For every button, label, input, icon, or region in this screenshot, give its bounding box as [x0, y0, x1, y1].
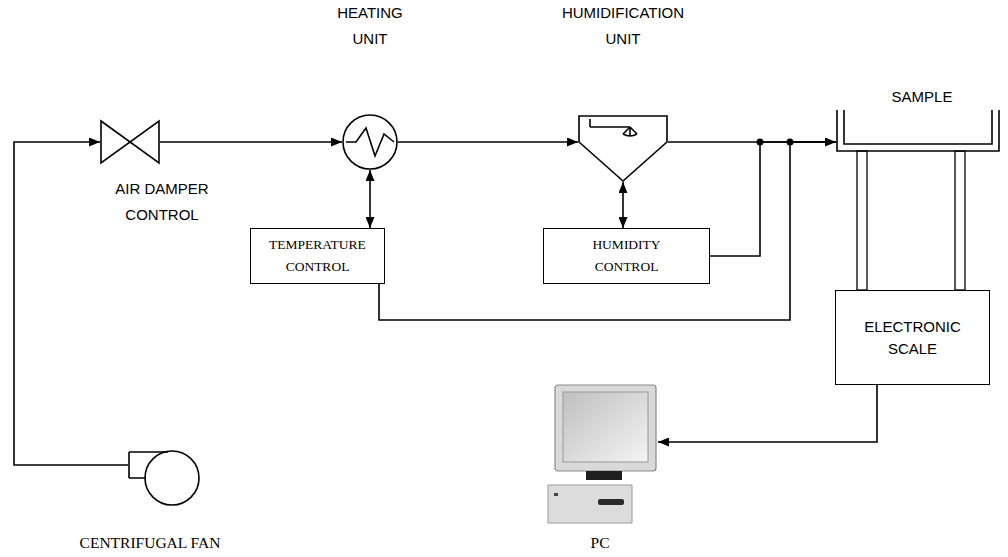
node-label: AIR DAMPER CONTROL [106, 176, 218, 228]
scale-leg [955, 151, 965, 290]
monitor-screen [563, 392, 648, 462]
spray-nozzle [623, 127, 637, 136]
node-label: CENTRIFUGAL FAN [60, 530, 240, 556]
sample-tray-shape [836, 110, 1000, 152]
centrifugal-fan-shape [128, 438, 200, 508]
humidification-unit-shape [578, 115, 668, 182]
pc-led [554, 493, 558, 496]
node-label: HUMIDITY CONTROL [581, 234, 673, 278]
node-label: HEATING UNIT [328, 0, 412, 52]
electronic-scale-box: ELECTRONIC SCALE [835, 290, 990, 385]
sample-tray: SAMPLE [836, 110, 1000, 152]
connector [710, 142, 836, 256]
fan-outlet [129, 452, 168, 478]
heating-unit-shape [342, 114, 398, 170]
monitor-stand [586, 471, 622, 480]
node-label: SAMPLE [862, 84, 982, 110]
pc-case [548, 485, 632, 523]
centrifugal-fan: CENTRIFUGAL FAN [128, 438, 200, 508]
fan-casing [145, 451, 199, 505]
connector [379, 142, 836, 320]
air-damper: AIR DAMPER CONTROL [100, 120, 160, 164]
damper-symbol [101, 121, 159, 163]
connector [160, 141, 342, 143]
connector [14, 142, 128, 465]
temperature-control-box: TEMPERATURE CONTROL [250, 228, 385, 284]
node-label: ELECTRONIC SCALE [858, 316, 968, 360]
node-label: TEMPERATURE CONTROL [259, 234, 377, 278]
heater-circle [343, 115, 397, 169]
spray-pipe [590, 119, 630, 127]
humidity-control-box: HUMIDITY CONTROL [543, 228, 710, 284]
pc-drive [598, 499, 624, 505]
connector [369, 170, 371, 228]
air-damper-shape [100, 120, 160, 164]
tray-inner [844, 110, 992, 144]
tray-outer [837, 110, 999, 151]
humidifier-body [579, 116, 667, 181]
humidification-unit: HUMIDIFICATION UNIT [578, 115, 668, 182]
monitor-frame [555, 385, 656, 471]
connector [398, 141, 578, 143]
scale-leg [857, 151, 867, 290]
pc-computer: PC [548, 385, 658, 525]
connector [622, 182, 624, 228]
heating-unit: HEATING UNIT [342, 114, 398, 170]
heater-coil [346, 128, 394, 156]
node-label: PC [570, 530, 630, 556]
node-label: HUMIDIFICATION UNIT [553, 0, 693, 52]
connector [658, 385, 877, 442]
pc-computer-shape [548, 385, 658, 525]
